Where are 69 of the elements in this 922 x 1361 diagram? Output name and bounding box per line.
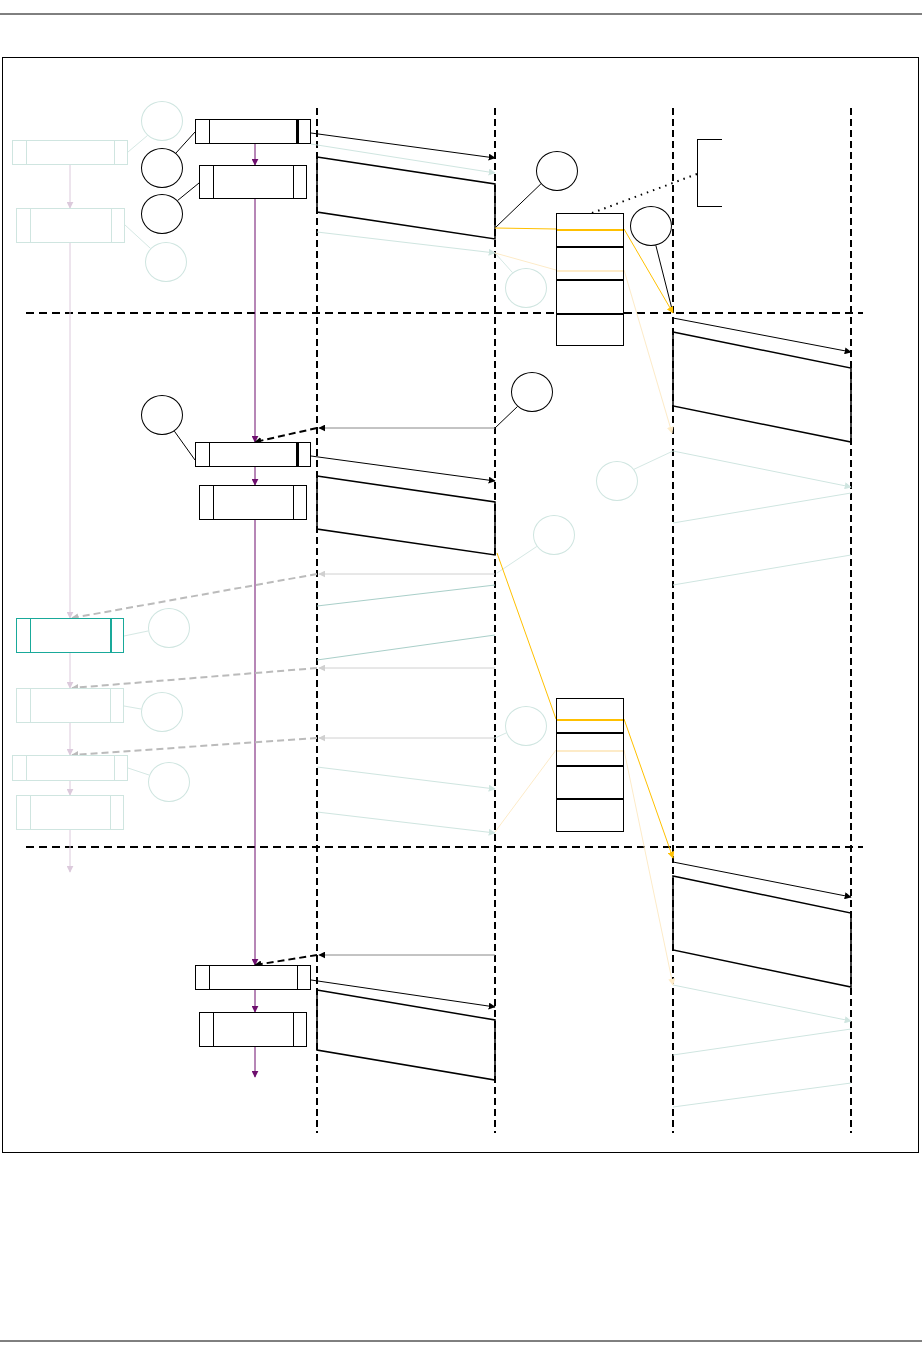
- process-box: [199, 165, 307, 199]
- leader-line: [177, 182, 200, 202]
- leader-line: [124, 224, 152, 249]
- leader-line: [127, 767, 150, 776]
- process-box: [195, 965, 311, 990]
- callout-circle: [533, 515, 575, 555]
- arrow: [66, 780, 74, 796]
- process-box: [199, 1012, 307, 1047]
- callout-circle: [141, 101, 183, 141]
- connector-line: [496, 552, 557, 720]
- arrow: [251, 466, 259, 486]
- arrow: [623, 228, 674, 314]
- leader-line: [494, 406, 518, 429]
- arrow: [623, 718, 675, 859]
- leader-line: [123, 630, 149, 637]
- process-box: [12, 755, 128, 781]
- arrow: [251, 143, 259, 166]
- leader-line: [494, 252, 514, 274]
- arrow: [66, 829, 74, 873]
- stacked-box: [556, 213, 624, 346]
- callout-circle: [630, 206, 672, 246]
- callout-circle: [511, 372, 553, 412]
- callout-circle: [141, 692, 183, 732]
- callout-circle: [141, 395, 183, 435]
- process-box: [195, 442, 311, 467]
- leader-line: [123, 705, 142, 710]
- arrow: [66, 242, 74, 619]
- leader-line: [173, 430, 196, 461]
- callout-circle: [536, 151, 578, 191]
- process-box: [16, 688, 124, 723]
- arrow: [623, 269, 674, 434]
- leader-line: [496, 545, 538, 574]
- callout-circle: [145, 242, 187, 282]
- arrow: [66, 722, 74, 756]
- arrow: [66, 164, 74, 209]
- callout-circle: [505, 706, 547, 746]
- callout-circle: [148, 762, 190, 802]
- process-box: [16, 208, 125, 243]
- process-box: [195, 119, 311, 144]
- arrow: [251, 1046, 259, 1078]
- process-box: [199, 485, 307, 520]
- callout-circle: [141, 148, 183, 188]
- callout-circle: [141, 194, 183, 234]
- leader-line: [655, 244, 674, 314]
- connector-line: [591, 173, 698, 214]
- process-box: [16, 795, 124, 830]
- leader-line: [494, 732, 507, 739]
- leader-line: [175, 131, 196, 154]
- arrow: [66, 652, 74, 689]
- connector-line: [494, 227, 557, 230]
- callout-circle: [505, 268, 547, 308]
- process-box: [16, 618, 124, 653]
- leader-line: [633, 450, 674, 470]
- arrow: [251, 519, 259, 966]
- connector-line: [494, 252, 557, 271]
- process-box: [12, 140, 128, 165]
- callout-circle: [148, 608, 190, 648]
- arrow: [310, 143, 496, 176]
- arrow: [251, 198, 259, 443]
- bracket: [697, 139, 722, 207]
- leader-line: [127, 135, 148, 153]
- callout-circle: [596, 461, 638, 501]
- arrow: [251, 989, 259, 1013]
- arrow: [310, 979, 496, 1010]
- leader-line: [494, 183, 542, 229]
- arrow: [310, 132, 496, 161]
- connector-line: [494, 749, 557, 833]
- stacked-box: [556, 698, 624, 832]
- arrow: [310, 455, 496, 484]
